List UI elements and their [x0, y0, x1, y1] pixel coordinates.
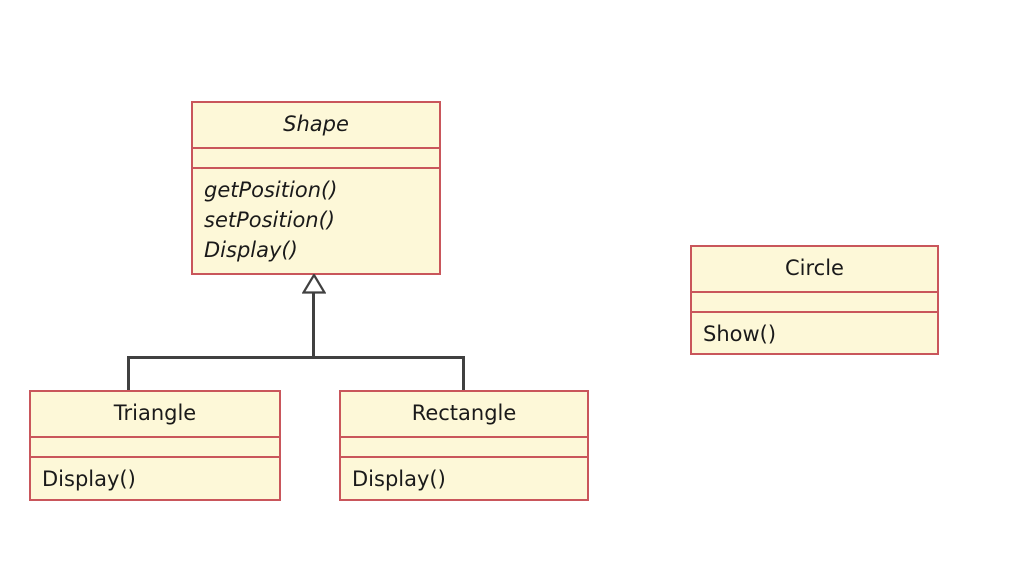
uml-class-circle[interactable]: Circle Show(): [690, 245, 939, 355]
uml-operation: Display(): [42, 467, 136, 491]
uml-operations-compartment-shape: getPosition() setPosition() Display(): [193, 167, 439, 272]
uml-operations-compartment-circle: Show(): [692, 311, 937, 356]
uml-class-triangle[interactable]: Triangle Display(): [29, 390, 281, 501]
uml-attributes-compartment-rectangle: [341, 436, 587, 456]
inheritance-triangle-arrowhead: [302, 274, 326, 294]
uml-operation: Display(): [352, 467, 446, 491]
generalization-stem-vertical: [312, 292, 315, 359]
uml-operation: setPosition(): [204, 208, 335, 232]
uml-attributes-compartment-circle: [692, 291, 937, 311]
generalization-fork-horizontal: [127, 356, 465, 359]
uml-class-name-shape: Shape: [283, 112, 349, 136]
uml-attributes-compartment-triangle: [31, 436, 279, 456]
uml-class-name-circle: Circle: [785, 256, 844, 280]
uml-class-shape[interactable]: Shape getPosition() setPosition() Displa…: [191, 101, 441, 275]
uml-operations-compartment-triangle: Display(): [31, 456, 279, 501]
uml-attributes-compartment-shape: [193, 147, 439, 167]
uml-class-name-triangle: Triangle: [113, 401, 197, 425]
generalization-branch-rectangle: [462, 356, 465, 391]
uml-class-rectangle[interactable]: Rectangle Display(): [339, 390, 589, 501]
uml-class-name-rectangle: Rectangle: [411, 401, 517, 425]
uml-operations-compartment-rectangle: Display(): [341, 456, 587, 501]
uml-operation: Show(): [703, 322, 777, 346]
uml-operation: Display(): [204, 238, 298, 262]
generalization-branch-triangle: [127, 356, 130, 391]
uml-operation: getPosition(): [204, 178, 338, 202]
